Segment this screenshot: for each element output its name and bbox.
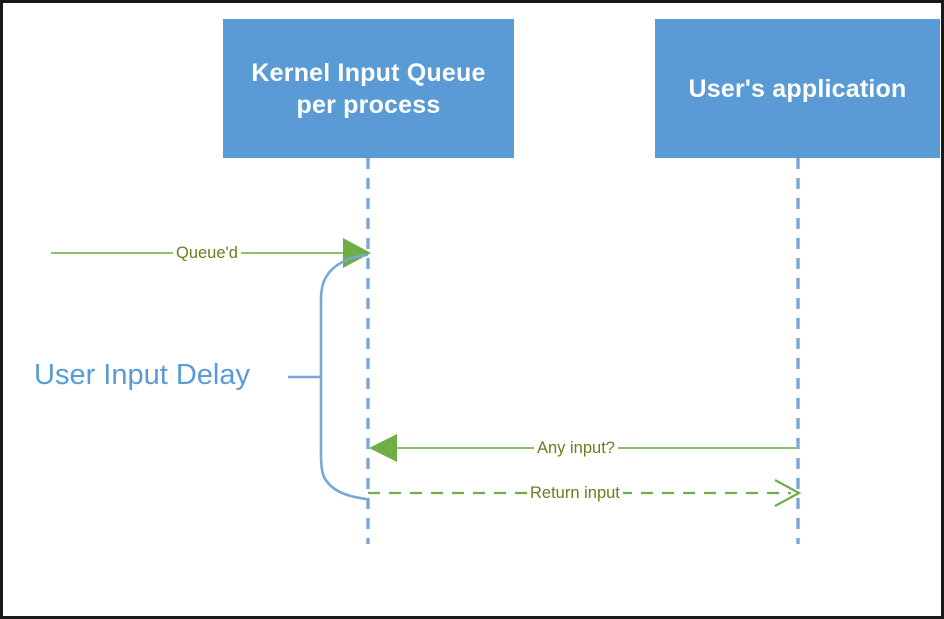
message-arrowhead-return-input [774,479,802,507]
actor-title-line1: Kernel Input Queue [251,58,486,87]
annotation-label-user-input-delay: User Input Delay [34,359,250,391]
message-label-queued: Queue'd [173,245,241,262]
message-arrowhead-any-input [369,434,397,462]
actor-box-kernel-input-queue[interactable]: Kernel Input Queue per process [223,19,514,158]
actor-title-line2: per process [296,90,441,119]
actor-title-line1: User's application [688,74,907,103]
message-label-return-input: Return input [527,485,623,502]
actor-title-kernel-input-queue: Kernel Input Queue per process [251,57,485,121]
message-label-any-input: Any input? [534,440,618,457]
actor-box-users-application[interactable]: User's application [655,19,940,158]
actor-title-users-application: User's application [689,73,907,105]
diagram-vector-layer [51,158,802,544]
message-arrowhead-queued [343,238,371,268]
brace-user-input-delay [319,253,369,501]
